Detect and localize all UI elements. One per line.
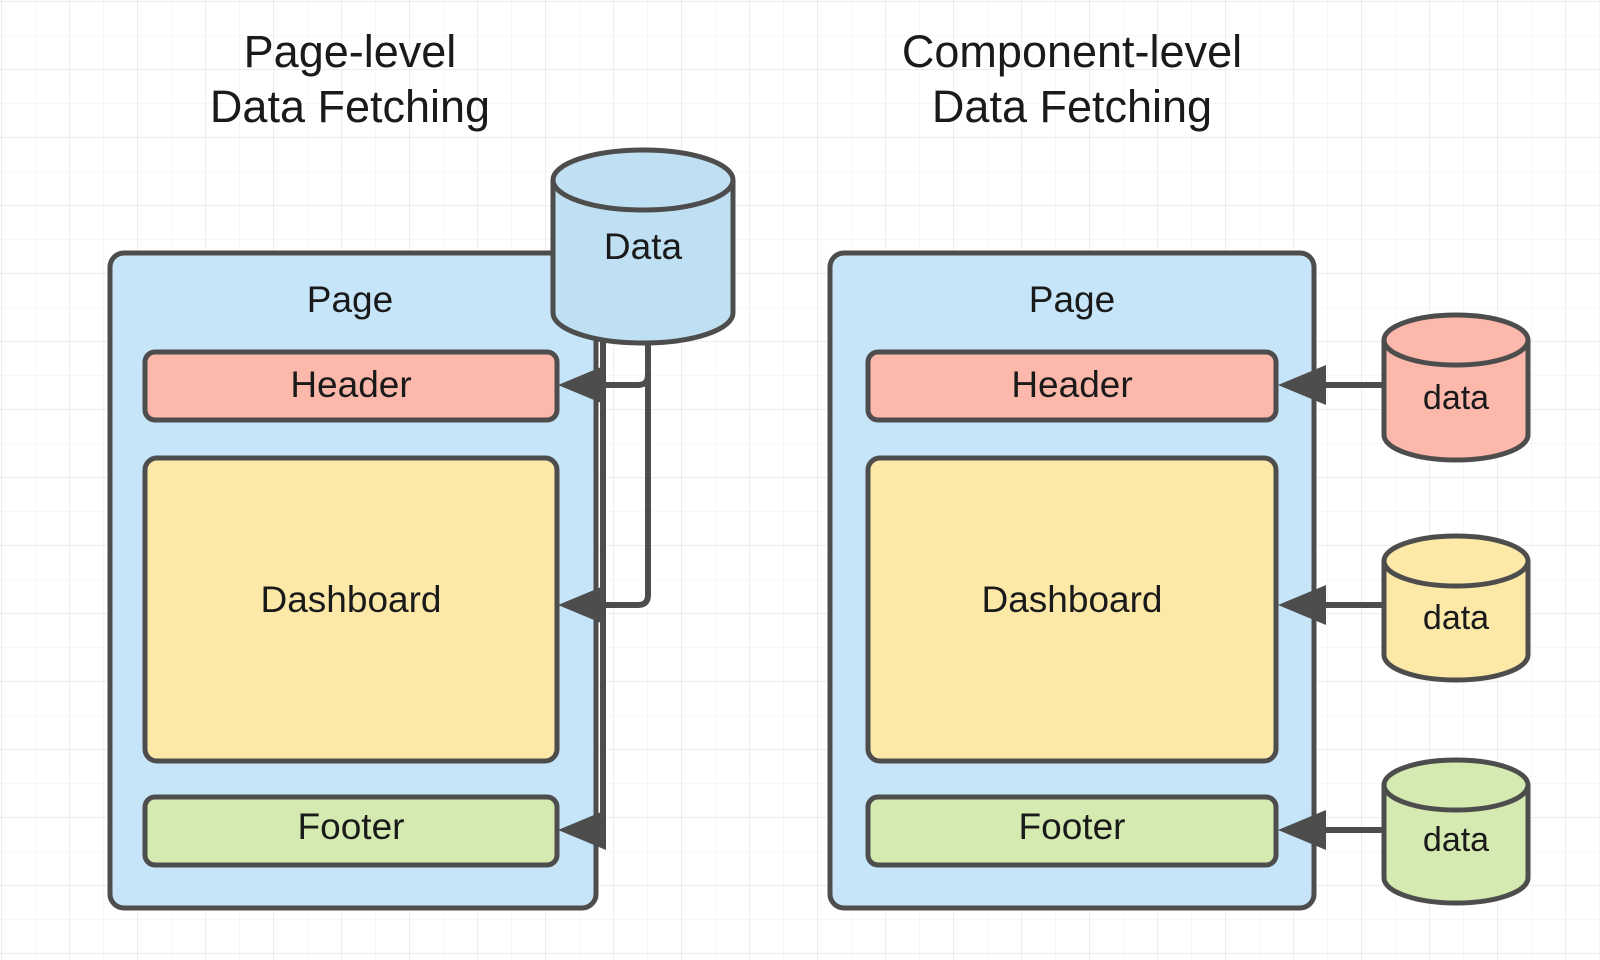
component-dashboard-right[interactable]: Dashboard	[865, 455, 1279, 764]
datastore-data-shared-label: Data	[604, 226, 683, 267]
component-footer-label-left: Footer	[298, 806, 405, 847]
arrowhead-to-footer-left	[558, 810, 606, 850]
panel-page-level: Page-level Data Fetching Page Header Das…	[107, 26, 736, 911]
datastore-data-dashboard[interactable]: data	[1381, 533, 1531, 683]
component-footer-label-right: Footer	[1019, 806, 1126, 847]
arrowhead-to-footer-right	[1278, 810, 1326, 850]
component-dashboard-left[interactable]: Dashboard	[142, 455, 560, 764]
component-dashboard-label-left: Dashboard	[260, 579, 441, 620]
datastore-data-footer-label: data	[1423, 821, 1489, 859]
page-label-right: Page	[1029, 279, 1115, 320]
datastore-data-header[interactable]: data	[1381, 312, 1531, 463]
arrowhead-to-dashboard-right	[1278, 585, 1326, 625]
arrowhead-group-left	[558, 365, 606, 850]
component-footer-left[interactable]: Footer	[142, 794, 560, 868]
component-header-left[interactable]: Header	[142, 349, 560, 423]
component-header-label-left: Header	[290, 364, 411, 405]
component-dashboard-label-right: Dashboard	[981, 579, 1162, 620]
arrowhead-group-right	[1278, 365, 1326, 850]
datastore-data-header-label: data	[1423, 379, 1489, 417]
datastore-data-dashboard-label: data	[1423, 599, 1489, 637]
arrowhead-to-dashboard-left	[558, 585, 606, 625]
arrowhead-to-header-right	[1278, 365, 1326, 405]
panel-title-line1: Page-level	[244, 26, 457, 77]
page-label-left: Page	[307, 279, 393, 320]
component-footer-right[interactable]: Footer	[865, 794, 1279, 868]
panel-title-line2: Data Fetching	[210, 81, 490, 132]
panel-title-line1-right: Component-level	[902, 26, 1242, 77]
datastore-data-shared[interactable]: Data	[550, 147, 736, 346]
datastore-data-footer[interactable]: data	[1381, 757, 1531, 906]
component-header-right[interactable]: Header	[865, 349, 1279, 423]
panel-title-line2-right: Data Fetching	[932, 81, 1212, 132]
panel-component-level: Component-level Data Fetching Page Heade…	[827, 26, 1531, 911]
arrowhead-to-header-left	[558, 365, 606, 405]
component-header-label-right: Header	[1011, 364, 1132, 405]
